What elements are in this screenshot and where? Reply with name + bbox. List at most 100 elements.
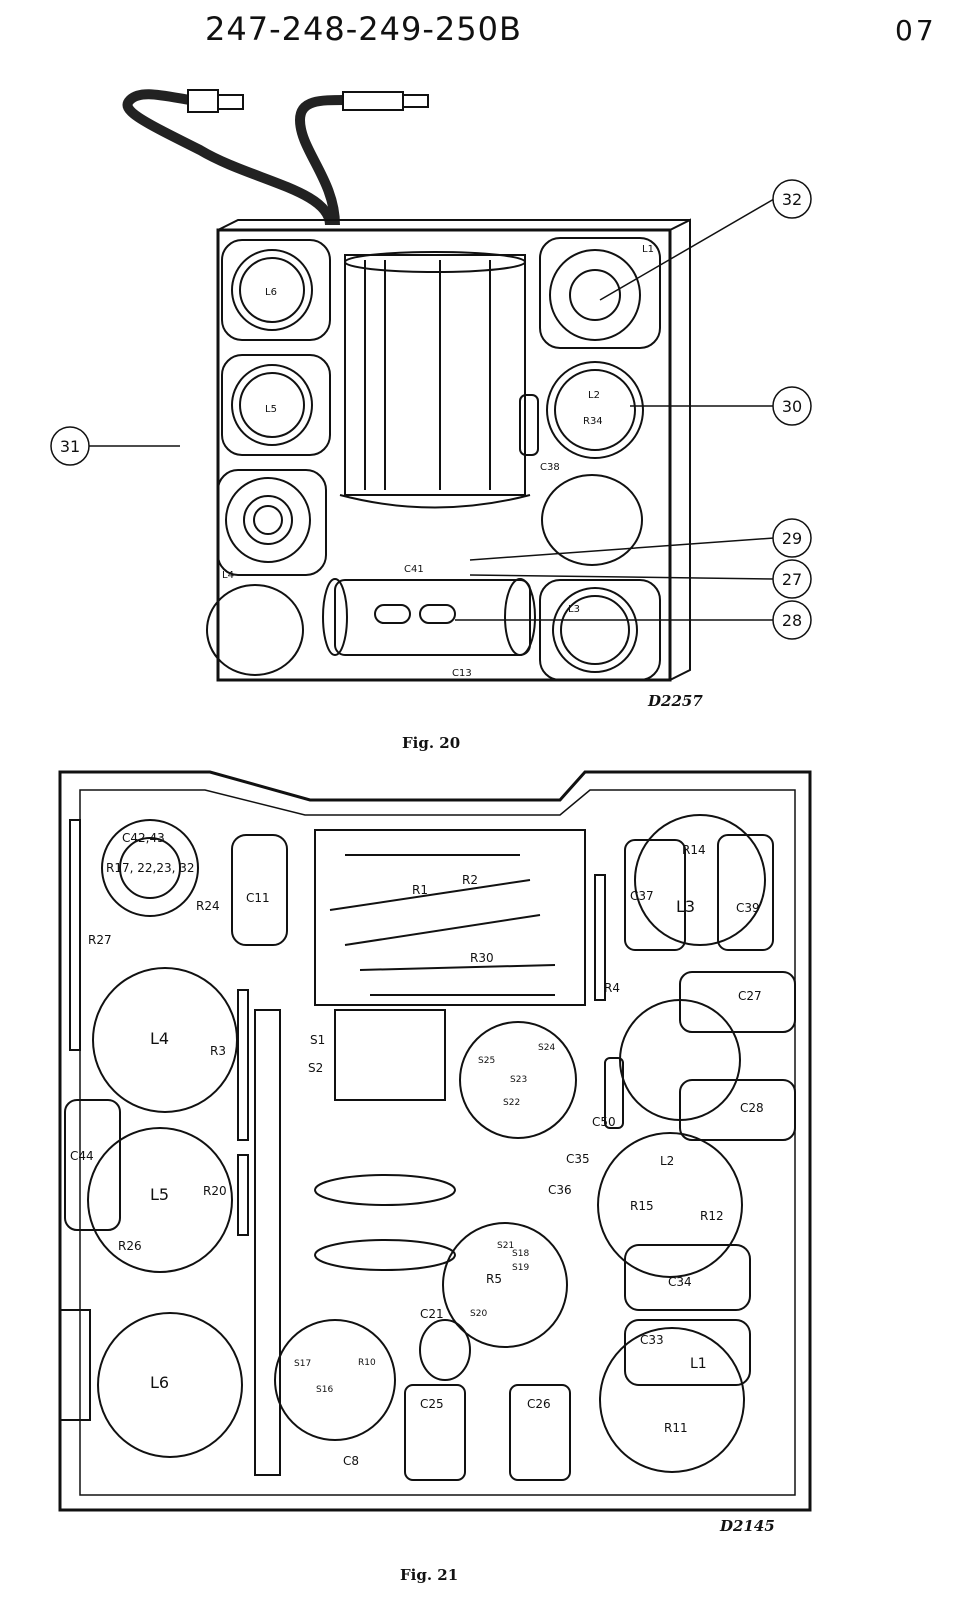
fig21-label: C28 <box>740 1101 764 1115</box>
callout-28: 28 <box>782 611 802 630</box>
fig21-tube-c26 <box>509 1384 571 1481</box>
page-number: 07 <box>895 14 937 47</box>
fig20-coil-L4 <box>217 469 327 576</box>
fig21-label: L4 <box>150 1029 169 1048</box>
fig21-label: S23 <box>510 1075 527 1085</box>
fig20-drawing-number: D2257 <box>648 692 703 710</box>
fig21-label: L5 <box>150 1185 169 1204</box>
fig21-label: L1 <box>690 1356 707 1372</box>
fig21-label: C26 <box>527 1397 551 1411</box>
fig21-label: R5 <box>486 1272 502 1286</box>
fig20-coil-L1 <box>539 237 661 349</box>
fig20-callouts <box>50 179 812 640</box>
fig20-can-right <box>541 474 643 566</box>
fig20-label: L5 <box>265 404 277 415</box>
fig21-resistor-r27 <box>69 819 81 1051</box>
fig21-disc-L6 <box>97 1312 243 1458</box>
fig21-label: C8 <box>343 1454 359 1468</box>
fig21-label: C33 <box>640 1333 664 1347</box>
fig21-disc-L3 <box>634 814 766 946</box>
fig20-drawing <box>85 89 775 682</box>
fig21-disc-L2 <box>597 1132 743 1278</box>
fig20-label: L3 <box>568 604 580 615</box>
fig21-resistor-r20 <box>237 1154 249 1236</box>
fig21-label: R27 <box>88 933 112 947</box>
callout-30: 30 <box>782 397 802 416</box>
fig21-resistor-r3 <box>237 989 249 1141</box>
fig21-label: C35 <box>566 1152 590 1166</box>
fig21-capacitor-c44 <box>64 1099 121 1231</box>
fig21-label: R11 <box>664 1421 688 1435</box>
fig21-tube-c25 <box>404 1384 466 1481</box>
fig21-label: R3 <box>210 1044 226 1058</box>
fig21-label: R15 <box>630 1199 654 1213</box>
fig21-drawing <box>58 770 812 1512</box>
fig20-label: L4 <box>222 570 234 581</box>
fig21-label: R2 <box>462 873 478 887</box>
fig21-label: R12 <box>700 1209 724 1223</box>
fig21-capacitor-c50 <box>604 1057 624 1129</box>
fig21-bulb-c21 <box>419 1319 471 1381</box>
fig21-label: S20 <box>470 1309 487 1319</box>
fig21-label: C21 <box>420 1307 444 1321</box>
fig20-label: L6 <box>265 287 277 298</box>
fig21-label: S17 <box>294 1359 311 1369</box>
fig21-capacitor-c33 <box>624 1319 751 1386</box>
fig21-label: S16 <box>316 1385 333 1395</box>
fig21-label: S18 <box>512 1249 529 1259</box>
fig20-cylinder <box>322 578 536 656</box>
fig21-label: C25 <box>420 1397 444 1411</box>
fig21-label: L2 <box>660 1154 674 1168</box>
fig21-label: S22 <box>503 1098 520 1108</box>
fig21-label: R10 <box>358 1358 376 1368</box>
document-title: 247-248-249-250B <box>205 10 522 48</box>
fig21-disc-L5 <box>87 1127 233 1273</box>
fig21-disc-L1 <box>599 1327 745 1473</box>
fig21-label: S24 <box>538 1043 555 1053</box>
fig21-label: C27 <box>738 989 762 1003</box>
fig21-label: R30 <box>470 951 494 965</box>
fig20-label: L2 <box>588 390 600 401</box>
fig21-label: C37 <box>630 889 654 903</box>
fig21-label: C50 <box>592 1115 616 1129</box>
fig21-label: C36 <box>548 1183 572 1197</box>
fig21-caption: Fig. 21 <box>400 1566 459 1584</box>
fig21-label: R17, 22,23, 32 <box>106 861 195 875</box>
callout-32: 32 <box>782 190 802 209</box>
fig20-can-left <box>206 584 304 676</box>
fig20-label: L1 <box>642 244 654 255</box>
callout-27: 27 <box>782 570 802 589</box>
fig20-resistor-c38 <box>519 394 539 456</box>
fig21-label: L6 <box>150 1373 169 1392</box>
fig21-label: C44 <box>70 1149 94 1163</box>
fig20-coil-L6 <box>221 239 331 341</box>
callout-31: 31 <box>60 437 80 456</box>
fig20-coil-L3 <box>539 579 661 681</box>
fig21-label: R4 <box>604 981 620 995</box>
fig20-central-can <box>339 251 531 509</box>
fig21-label: R14 <box>682 843 706 857</box>
fig21-label: S25 <box>478 1056 495 1066</box>
fig21-resistor-r4 <box>594 874 606 1001</box>
fig21-label: S2 <box>308 1061 323 1075</box>
fig21-label: C42,43 <box>122 831 165 845</box>
fig21-label: S19 <box>512 1263 529 1273</box>
fig20-label: C38 <box>540 462 560 473</box>
fig21-disc-top-left <box>101 819 199 917</box>
fig21-label: R24 <box>196 899 220 913</box>
fig20-label: C41 <box>404 564 424 575</box>
fig21-capacitor-c11 <box>231 834 288 946</box>
fig21-rod <box>254 1009 281 1476</box>
fig20-coil-L5 <box>221 354 331 456</box>
fig21-label: S1 <box>310 1033 325 1047</box>
fig21-label: L3 <box>676 897 695 916</box>
fig20-label: C13 <box>452 668 472 679</box>
fig21-label: C11 <box>246 891 270 905</box>
fig21-label: R20 <box>203 1184 227 1198</box>
fig20-caption: Fig. 20 <box>402 734 461 752</box>
fig20-coil-L2 <box>546 361 644 459</box>
fig21-label: R26 <box>118 1239 142 1253</box>
fig21-label: C39 <box>736 901 760 915</box>
